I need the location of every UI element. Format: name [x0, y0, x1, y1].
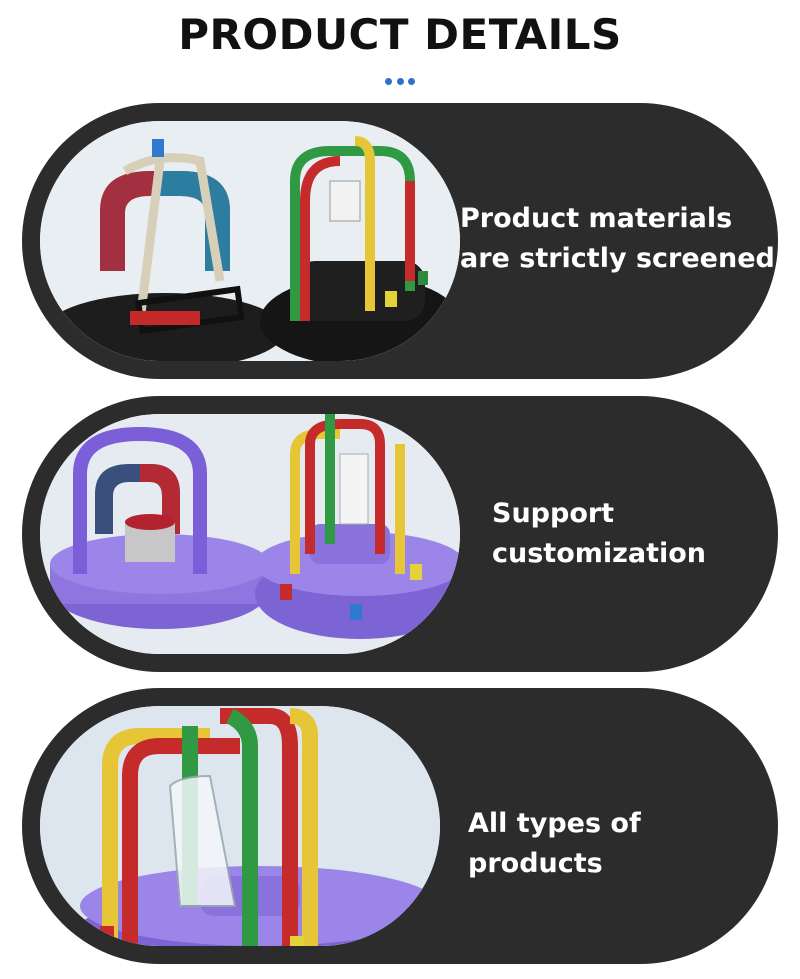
card-caption: Product materials are strictly screened	[460, 199, 775, 279]
divider-dot	[408, 78, 415, 85]
divider-dot	[396, 78, 404, 85]
product-photo-purple-base	[40, 414, 460, 654]
caption-line: customization	[492, 538, 707, 569]
feature-card-product-types: All types of products	[22, 688, 778, 964]
card-caption: All types of products	[468, 804, 778, 884]
card-caption: Support customization	[492, 494, 706, 574]
page-title: PRODUCT DETAILS	[178, 10, 622, 59]
feature-card-customization: Support customization	[22, 396, 778, 672]
title-divider-dots	[385, 78, 415, 86]
divider-dot	[385, 78, 392, 85]
caption-line: Support	[492, 498, 615, 529]
caption-line: Product materials	[460, 203, 733, 234]
caption-line: All types of products	[468, 808, 641, 879]
product-photo-black-base	[40, 121, 460, 361]
feature-card-materials: Product materials are strictly screened	[22, 103, 778, 379]
caption-line: are strictly screened	[460, 243, 775, 274]
product-photo-coil-closeup	[40, 706, 440, 946]
